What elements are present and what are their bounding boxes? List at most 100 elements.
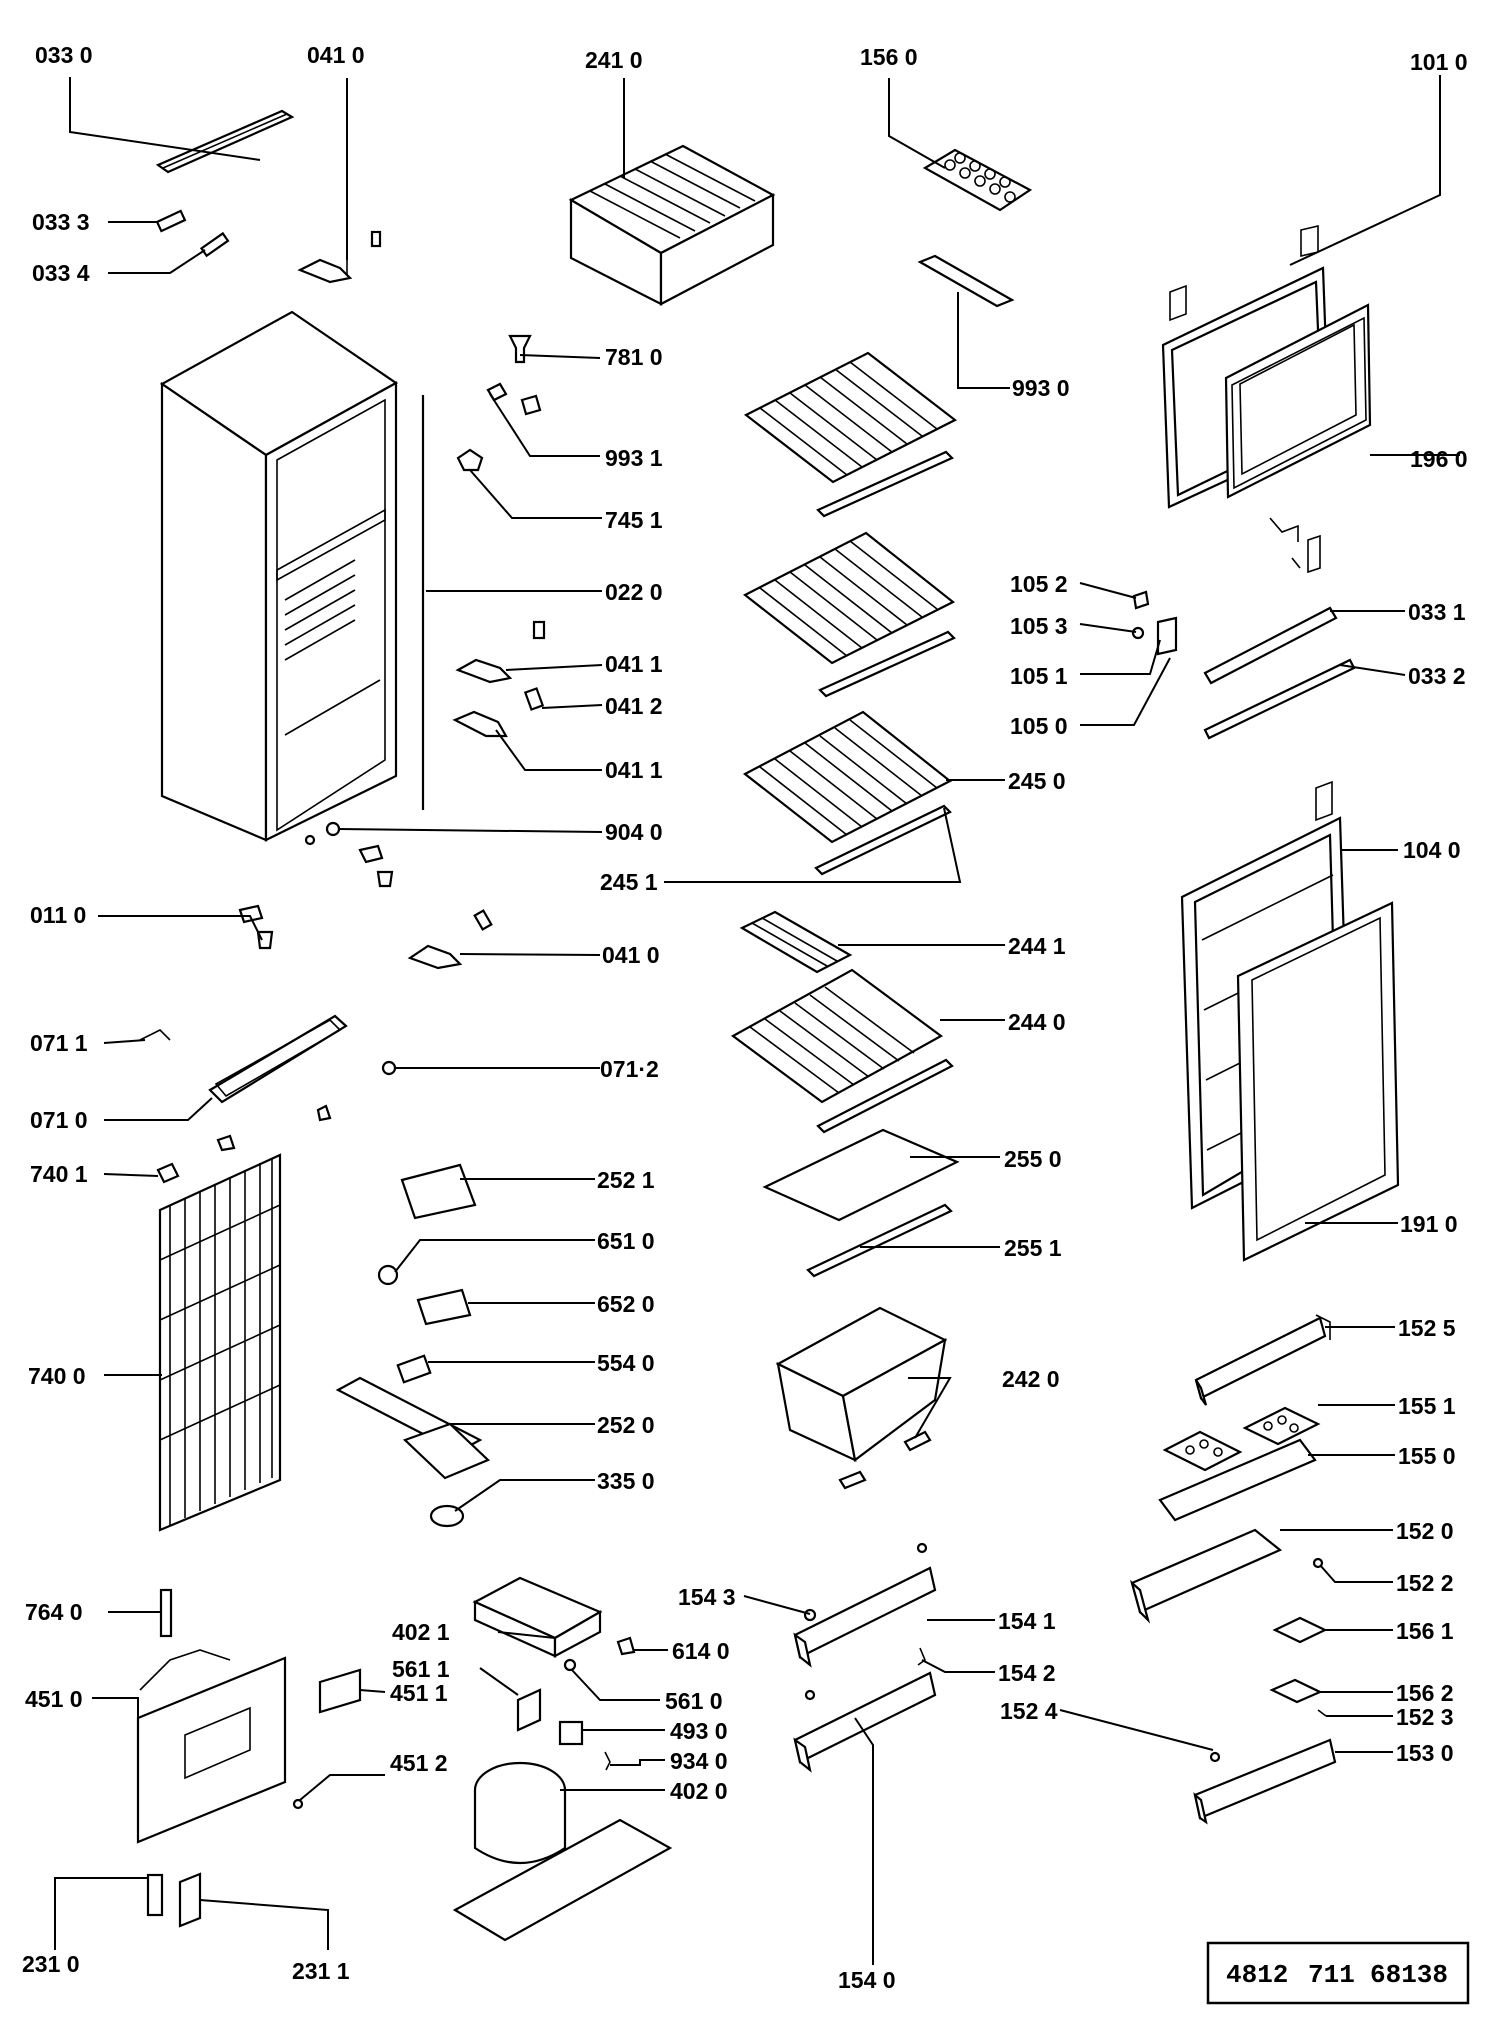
label-451-2: 451 2 bbox=[390, 1750, 448, 1776]
label-934-0: 934 0 bbox=[670, 1748, 728, 1774]
label-451-1: 451 1 bbox=[390, 1680, 448, 1706]
part-071-2-grommet bbox=[381, 1060, 397, 1076]
part-154-1-door-bin bbox=[793, 1542, 937, 1668]
label-152-4: 152 4 bbox=[1000, 1698, 1058, 1724]
part-781-0-knob bbox=[508, 334, 532, 364]
part-252-0-control-panel bbox=[335, 1376, 490, 1480]
part-041-0-top-hinge bbox=[297, 78, 382, 284]
part-152-4-screw bbox=[1209, 1751, 1221, 1763]
label-033-4: 033 4 bbox=[32, 260, 90, 286]
reference-number-box: 4812 711 68138 bbox=[1206, 1941, 1470, 2005]
label-993-1: 993 1 bbox=[605, 445, 663, 471]
part-241-0-freezer-rack bbox=[568, 144, 776, 306]
label-071-1: 071 1 bbox=[30, 1030, 88, 1056]
part-033-4-end-cap bbox=[199, 231, 230, 258]
part-993-0-bracket bbox=[917, 254, 1015, 308]
part-764-0-capacitor bbox=[159, 1588, 173, 1638]
part-156-1-butter-dish bbox=[1272, 1616, 1328, 1644]
label-154-2: 154 2 bbox=[998, 1660, 1056, 1686]
part-231-1-latch-plate bbox=[178, 1872, 202, 1928]
part-652-0-thermostat bbox=[416, 1288, 472, 1326]
part-154-2-clip bbox=[917, 1647, 926, 1666]
reference-part-b: 711 bbox=[1308, 1960, 1355, 1990]
part-155-0-egg-tray bbox=[1158, 1430, 1317, 1522]
part-554-0-switch bbox=[396, 1354, 432, 1384]
part-244-1-shelf-insert bbox=[739, 910, 853, 974]
label-101-0: 101 0 bbox=[1410, 49, 1468, 75]
label-252-1: 252 1 bbox=[597, 1167, 655, 1193]
label-154-1: 154 1 bbox=[998, 1608, 1056, 1634]
label-041-0-b: 041 0 bbox=[602, 942, 660, 968]
reference-part-a: 4812 bbox=[1226, 1960, 1288, 1990]
part-cabinet-body bbox=[159, 310, 425, 842]
part-labels: 033 0 041 0 241 0 156 0 101 0 033 3 033 … bbox=[22, 42, 1468, 1993]
label-781-0: 781 0 bbox=[605, 344, 663, 370]
part-033-1-trim bbox=[1203, 606, 1338, 685]
label-493-0: 493 0 bbox=[670, 1718, 728, 1744]
part-196-0-door-gasket bbox=[1231, 316, 1367, 490]
label-652-0: 652 0 bbox=[597, 1291, 655, 1317]
part-651-0-knob bbox=[377, 1264, 399, 1286]
label-231-0: 231 0 bbox=[22, 1951, 80, 1977]
label-105-0: 105 0 bbox=[1010, 713, 1068, 739]
label-105-3: 105 3 bbox=[1010, 613, 1068, 639]
part-105-0-hinge bbox=[1269, 517, 1321, 574]
part-191-0-door-gasket bbox=[1236, 901, 1400, 1262]
label-022-0: 022 0 bbox=[605, 579, 663, 605]
label-242-0: 242 0 bbox=[1002, 1366, 1060, 1392]
label-156-2: 156 2 bbox=[1396, 1680, 1454, 1706]
part-451-1-bracket bbox=[318, 1668, 362, 1714]
part-154-3-screw bbox=[803, 1608, 817, 1622]
label-071-0: 071 0 bbox=[30, 1107, 88, 1133]
label-191-0: 191 0 bbox=[1400, 1211, 1458, 1237]
label-554-0: 554 0 bbox=[597, 1350, 655, 1376]
label-152-3: 152 3 bbox=[1396, 1704, 1454, 1730]
label-745-1: 745 1 bbox=[605, 507, 663, 533]
label-104-0: 104 0 bbox=[1403, 837, 1461, 863]
part-614-0-grommet bbox=[616, 1636, 636, 1656]
label-764-0: 764 0 bbox=[25, 1599, 83, 1625]
label-153-0: 153 0 bbox=[1396, 1740, 1454, 1766]
part-105-2-screw bbox=[1132, 590, 1150, 610]
label-244-0: 244 0 bbox=[1008, 1009, 1066, 1035]
label-740-0: 740 0 bbox=[28, 1363, 86, 1389]
part-252-1-control-housing bbox=[400, 1163, 477, 1220]
part-033-0-top-trim bbox=[155, 109, 295, 174]
part-101-0-freezer-door bbox=[1161, 224, 1372, 509]
part-154-0-door-bin bbox=[793, 1671, 937, 1773]
label-993-0: 993 0 bbox=[1012, 375, 1070, 401]
label-156-0: 156 0 bbox=[860, 44, 918, 70]
part-156-2-lid bbox=[1269, 1678, 1323, 1704]
part-402-1-relay-cover bbox=[472, 1576, 603, 1658]
label-241-0: 241 0 bbox=[585, 47, 643, 73]
part-231-0-latch bbox=[146, 1873, 164, 1917]
part-071-1-clip bbox=[139, 1029, 171, 1041]
part-242-0-crisper-drawer bbox=[775, 1306, 948, 1490]
part-152-3-clip bbox=[1317, 1709, 1327, 1717]
label-740-1: 740 1 bbox=[30, 1161, 88, 1187]
part-156-0-ice-tray bbox=[922, 148, 1033, 212]
label-152-2: 152 2 bbox=[1396, 1570, 1454, 1596]
label-154-3: 154 3 bbox=[678, 1584, 736, 1610]
label-335-0: 335 0 bbox=[597, 1468, 655, 1494]
part-451-0-rear-cover bbox=[136, 1649, 287, 1844]
part-shelf-middle bbox=[742, 531, 956, 698]
part-740-1-clip bbox=[156, 1104, 332, 1184]
label-245-1: 245 1 bbox=[600, 869, 658, 895]
part-993-1-clip bbox=[486, 382, 542, 416]
part-011-0-leveling-foot bbox=[238, 904, 274, 950]
reference-part-c: 68138 bbox=[1370, 1960, 1448, 1990]
label-152-5: 152 5 bbox=[1398, 1315, 1456, 1341]
label-196-0: 196 0 bbox=[1410, 446, 1468, 472]
label-402-0: 402 0 bbox=[670, 1778, 728, 1804]
part-740-0-condenser bbox=[158, 1153, 282, 1532]
label-402-1: 402 1 bbox=[392, 1619, 450, 1645]
part-105-3-washer bbox=[1131, 626, 1145, 640]
part-105-1-hinge-bracket bbox=[1156, 616, 1178, 656]
label-451-0: 451 0 bbox=[25, 1686, 83, 1712]
part-041-1-lower-hinge bbox=[452, 710, 508, 738]
part-041-1-middle-hinge bbox=[455, 620, 546, 684]
label-904-0: 904 0 bbox=[605, 819, 663, 845]
part-155-1-egg-tray bbox=[1242, 1406, 1321, 1446]
